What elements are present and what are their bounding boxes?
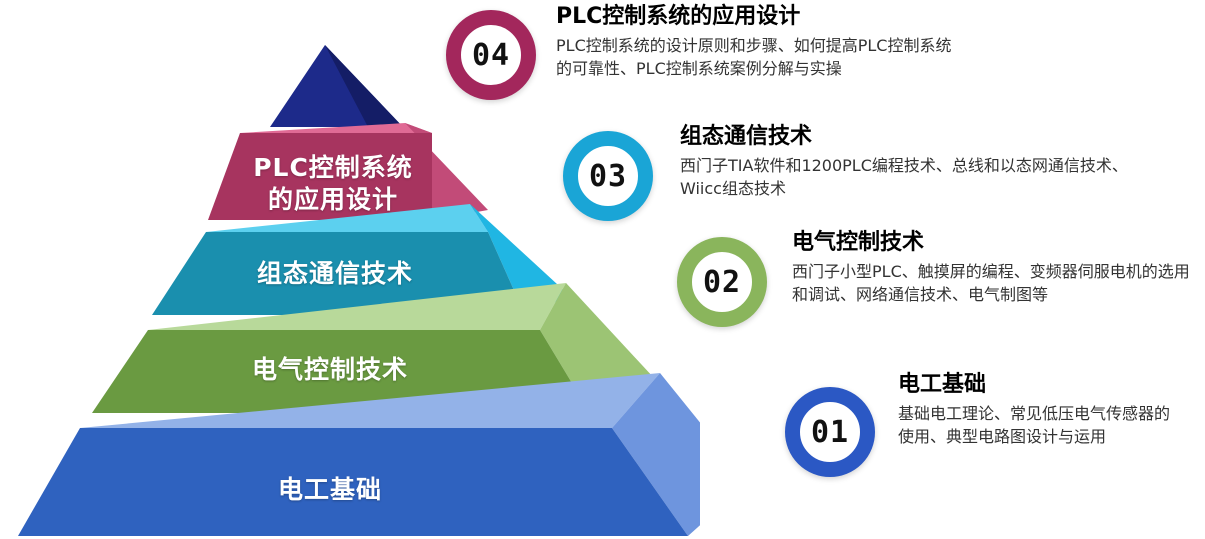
module-description: PLC控制系统的设计原则和步骤、如何提高PLC控制系统的可靠性、PLC控制系统案… xyxy=(556,36,952,78)
tier-label-plc: PLC控制系统 的应用设计 xyxy=(253,153,413,214)
tier-basic-front xyxy=(18,428,688,536)
badge-01: 01 xyxy=(785,387,875,477)
module-03: 组态通信技术 西门子TIA软件和1200PLC编程技术、总线和以态网通信技术、W… xyxy=(680,124,1150,200)
tier-plc-side xyxy=(405,123,488,220)
tier-label-elec: 电气控制技术 xyxy=(251,355,408,384)
module-description: 基础电工理论、常见低压电气传感器的使用、典型电路图设计与运用 xyxy=(898,404,1171,446)
tier-label-basic: 电工基础 xyxy=(277,475,382,504)
tier-comm-top xyxy=(206,204,488,232)
badge-number: 03 xyxy=(588,158,628,194)
module-title: PLC控制系统的应用设计 xyxy=(556,4,801,29)
module-description: 西门子TIA软件和1200PLC编程技术、总线和以态网通信技术、Wiicc组态技… xyxy=(680,156,1128,198)
badge-number: 04 xyxy=(471,37,511,73)
module-02: 电气控制技术 西门子小型PLC、触摸屏的编程、变频器伺服电机的选用和调试、网络通… xyxy=(792,230,1202,306)
module-title: 电工基础 xyxy=(898,372,987,397)
module-description: 西门子小型PLC、触摸屏的编程、变频器伺服电机的选用和调试、网络通信技术、电气制… xyxy=(792,262,1190,304)
tier-comm-front xyxy=(152,232,525,315)
pyramid-diagram xyxy=(18,45,700,536)
tier-basic-side xyxy=(612,373,700,536)
tier-plc-top xyxy=(240,123,432,133)
badge-number: 01 xyxy=(810,414,850,450)
module-01: 电工基础 基础电工理论、常见低压电气传感器的使用、典型电路图设计与运用 xyxy=(898,372,1198,448)
badge-number: 02 xyxy=(702,264,742,300)
badge-04: 04 xyxy=(446,10,536,100)
tier-plc-front xyxy=(208,133,432,220)
tier-basic-top xyxy=(80,373,660,428)
module-title: 组态通信技术 xyxy=(680,124,813,149)
badge-02: 02 xyxy=(677,237,767,327)
module-04: PLC控制系统的应用设计 PLC控制系统的设计原则和步骤、如何提高PLC控制系统… xyxy=(556,4,976,80)
module-title: 电气控制技术 xyxy=(792,230,925,255)
badge-03: 03 xyxy=(563,131,653,221)
tier-label-comm: 组态通信技术 xyxy=(256,259,413,288)
tier-elec-top xyxy=(148,283,566,330)
pyramid-apex-side xyxy=(325,45,403,127)
